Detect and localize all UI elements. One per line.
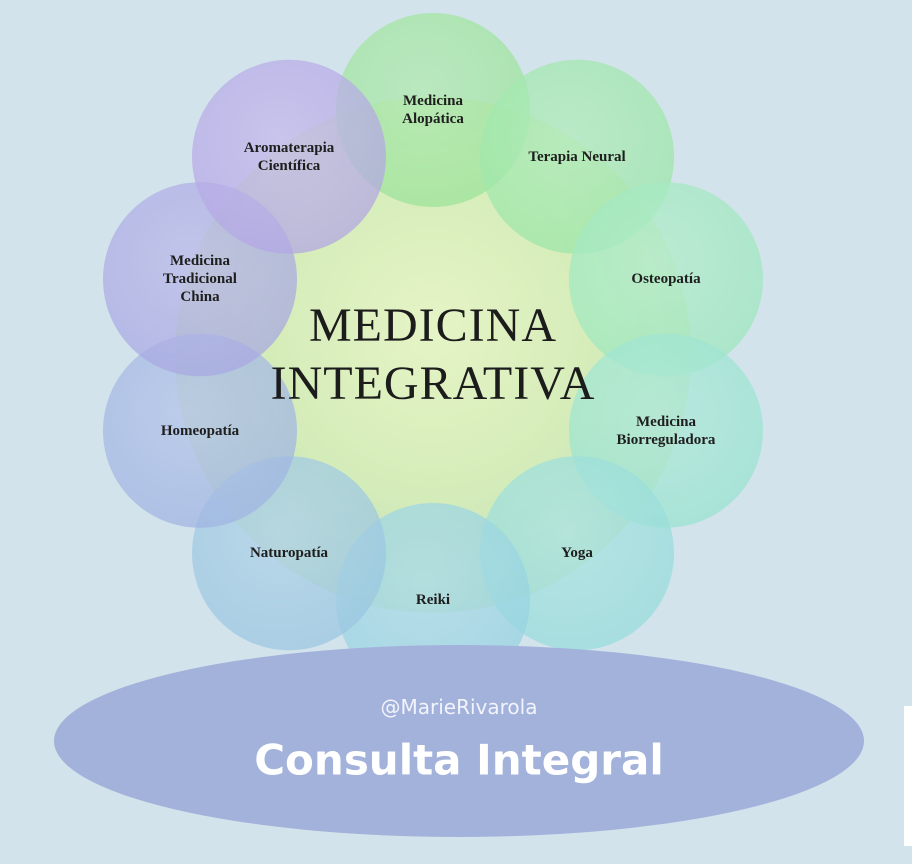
petal-label-terapia-neural: Terapia Neural [528,148,626,165]
petal-label-reiki: Reiki [415,592,451,608]
petal-label-medicina-biorreguladora: Medicina Biorreguladora [616,413,716,448]
petal-label-osteopatia: Osteopatía [631,271,701,288]
petal-highlight-homeopatia [103,333,297,528]
petal-label-yoga: Yoga [561,545,593,562]
petal-label-medicina-tradicional-china: Medicina Tradicional China [163,253,237,306]
petal-label-aromaterapia-cientifica: Aromaterapia Científica [243,139,335,174]
footer-ellipse [54,645,864,837]
footer-title: Consulta Integral [254,735,664,785]
author-handle: @MarieRivarola [380,695,538,719]
petal-highlight-aromaterapia-cientifica [192,59,386,254]
petal-label-medicina-alopatica: Medicina Alopática [402,93,464,127]
petal-label-homeopatia: Homeopatía [160,422,240,439]
edge-marker [904,706,912,846]
petal-highlight-osteopatia [569,182,763,377]
petal-circles [103,13,763,697]
center-title: MEDICINA INTEGRATIVA [270,299,596,410]
petal-label-naturopatia: Naturopatía [249,545,329,562]
